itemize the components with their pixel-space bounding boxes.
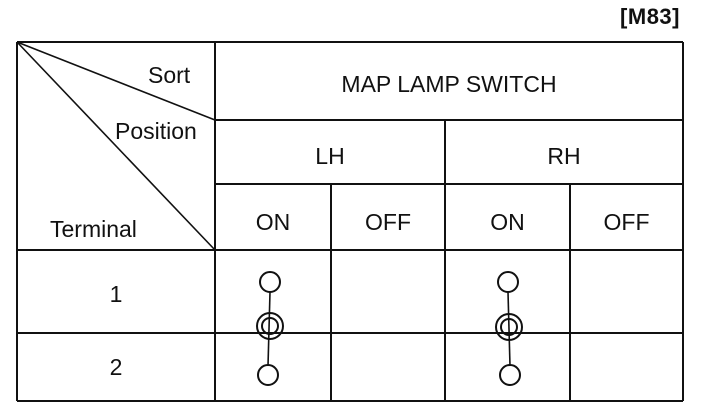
continuity-line — [267, 291, 271, 367]
column-lh-on: ON — [255, 209, 291, 235]
connection-node — [261, 317, 279, 335]
terminal-2-node — [257, 364, 279, 386]
group-rh: RH — [547, 143, 581, 169]
position-label: Position — [115, 118, 197, 144]
terminal-2-label: 2 — [109, 354, 123, 380]
group-lh: LH — [315, 143, 345, 169]
connection-node — [500, 318, 518, 336]
column-rh-off: OFF — [603, 209, 650, 235]
terminal-2-node — [499, 364, 521, 386]
column-lh-off: OFF — [365, 209, 411, 235]
column-rh-on: ON — [490, 209, 525, 235]
header-diagonal-lower — [16, 41, 216, 251]
sort-label: Sort — [148, 62, 191, 88]
continuity-rh-on — [495, 271, 523, 386]
continuity-lh-on — [256, 271, 284, 386]
reference-code: [M83] — [620, 4, 680, 29]
terminal-1-node — [259, 271, 281, 293]
table-title: MAP LAMP SWITCH — [341, 71, 557, 97]
continuity-line — [507, 291, 511, 367]
terminal-1-node — [497, 271, 519, 293]
terminal-label: Terminal — [50, 216, 137, 242]
terminal-1-label: 1 — [109, 281, 123, 307]
connection-ring — [256, 312, 284, 340]
header-diagonal-upper — [16, 41, 216, 121]
connection-ring — [495, 313, 523, 341]
